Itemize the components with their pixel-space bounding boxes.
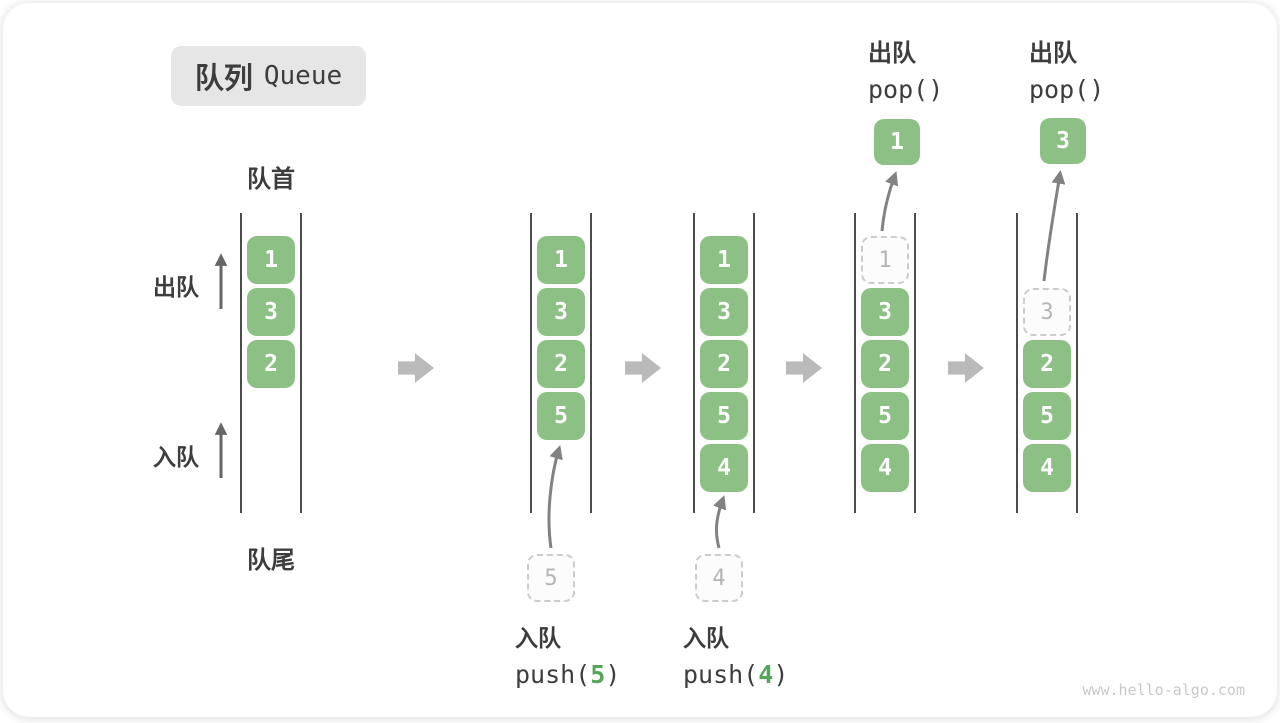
operation-push-4-code: push(4) — [683, 660, 789, 689]
queue-box-3: 3 — [247, 288, 295, 336]
operation-push-4: 入队 push(4) — [683, 619, 788, 689]
queue-box-2: 2 — [537, 340, 585, 388]
state-transition-arrow-3 — [786, 353, 822, 383]
queue-box-1: 1 — [247, 236, 295, 284]
queue-box-1: 1 — [537, 236, 585, 284]
operation-push-5-label: 入队 — [515, 625, 561, 651]
operation-pop-second: 出队 pop() — [1029, 33, 1104, 104]
state-transition-arrow-2 — [625, 353, 661, 383]
title-box: 队列 Queue — [171, 46, 366, 106]
operation-push-5: 入队 push(5) — [515, 619, 620, 689]
title-english: Queue — [263, 61, 343, 91]
label-queue-front: 队首 — [247, 166, 295, 193]
title-chinese: 队列 — [194, 63, 253, 95]
label-enqueue-side: 入队 — [153, 444, 199, 470]
label-dequeue-side: 出队 — [153, 274, 199, 300]
incoming-value-5: 5 — [527, 554, 575, 602]
queue-box-4: 4 — [700, 444, 748, 492]
queue-box-3: 3 — [700, 288, 748, 336]
queue-box-5: 5 — [861, 392, 909, 440]
operation-pop-first: 出队 pop() — [868, 33, 943, 104]
state-transition-arrow-1 — [398, 353, 434, 383]
incoming-value-4: 4 — [695, 554, 743, 602]
queue-box-5: 5 — [1023, 392, 1071, 440]
queue-box-5: 5 — [537, 392, 585, 440]
operation-pop-second-code: pop() — [1029, 75, 1105, 104]
queue-box-2: 2 — [700, 340, 748, 388]
queue-box-3: 3 — [537, 288, 585, 336]
queue-box-1: 1 — [700, 236, 748, 284]
queue-box-4: 4 — [861, 444, 909, 492]
queue-box-5: 5 — [700, 392, 748, 440]
operation-push-5-code: push(5) — [515, 660, 621, 689]
state-transition-arrow-4 — [948, 353, 984, 383]
operation-push-4-label: 入队 — [683, 625, 729, 651]
queue-box-2: 2 — [247, 340, 295, 388]
popped-value-3: 3 — [1040, 118, 1086, 164]
ghost-box-1: 1 — [861, 236, 909, 284]
operation-pop-first-code: pop() — [868, 75, 944, 104]
operation-pop-second-label: 出队 — [1029, 40, 1077, 67]
label-queue-rear: 队尾 — [247, 547, 295, 574]
queue-box-4: 4 — [1023, 444, 1071, 492]
queue-box-3: 3 — [861, 288, 909, 336]
popped-value-1: 1 — [874, 119, 920, 165]
queue-box-2: 2 — [1023, 340, 1071, 388]
operation-pop-first-label: 出队 — [868, 40, 916, 67]
queue-box-2: 2 — [861, 340, 909, 388]
watermark: www.hello-algo.com — [1082, 681, 1245, 699]
ghost-box-3: 3 — [1023, 288, 1071, 336]
